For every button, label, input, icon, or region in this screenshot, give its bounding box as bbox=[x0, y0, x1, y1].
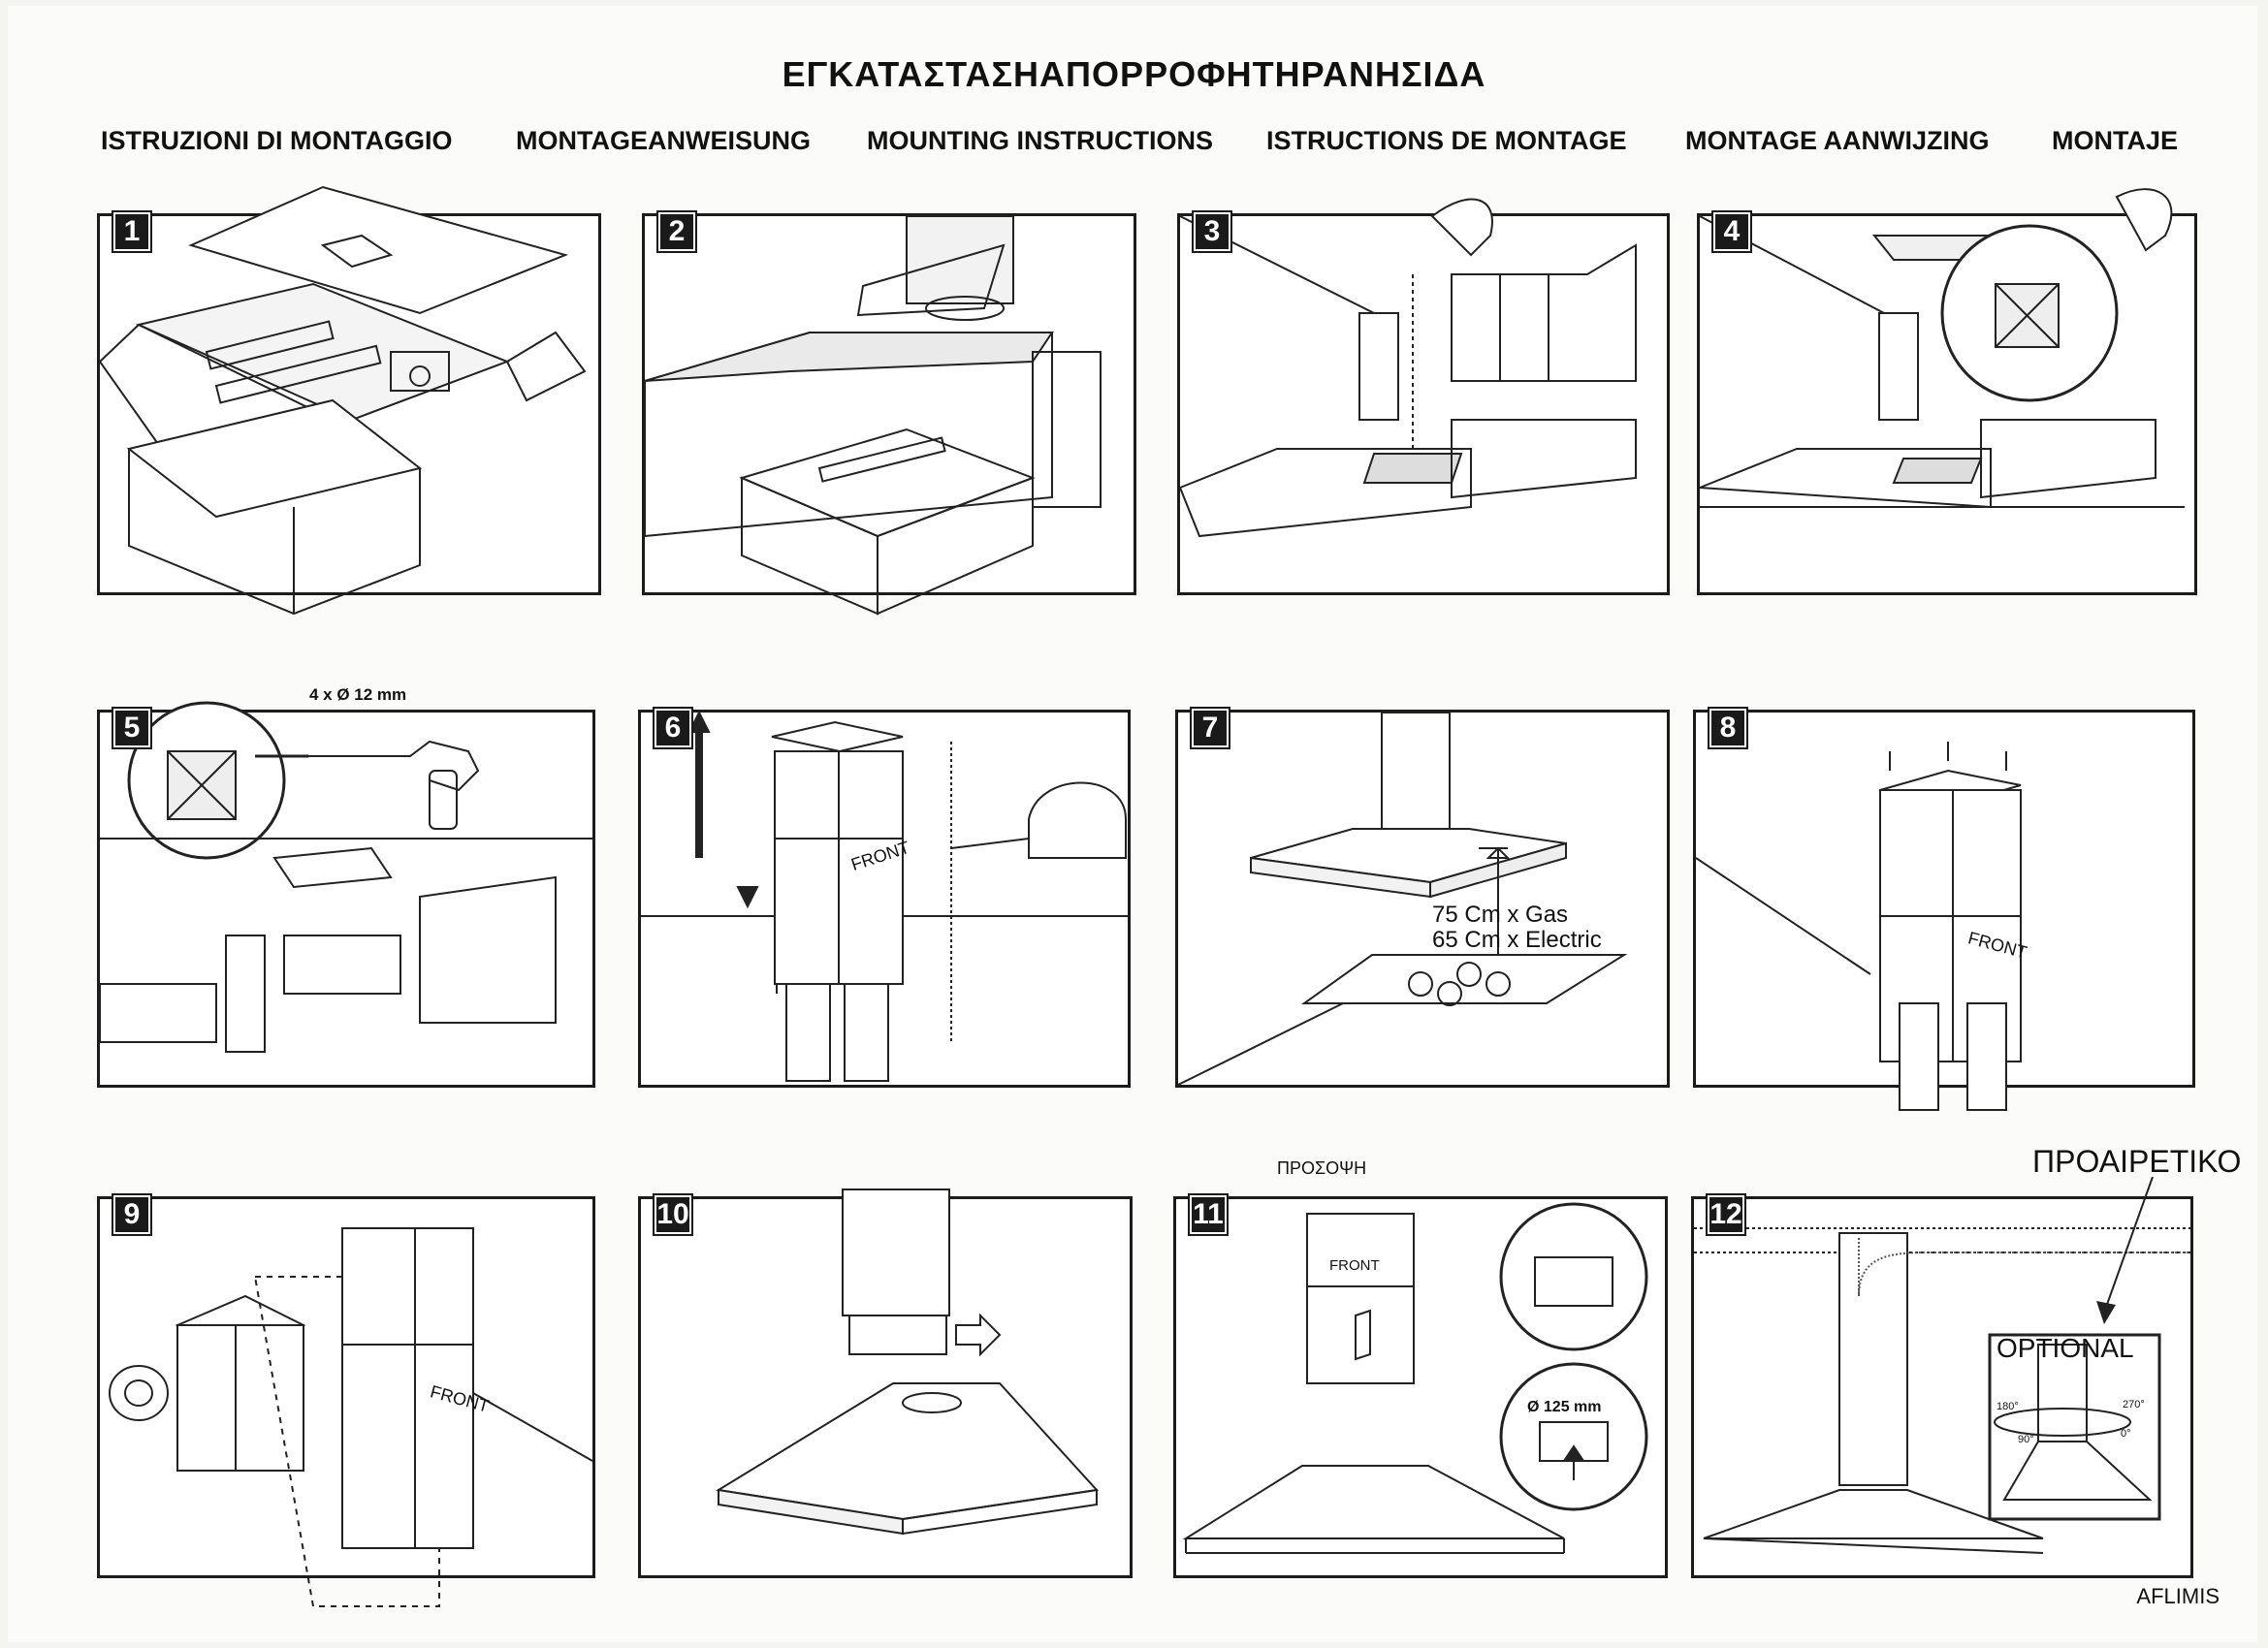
header-spanish: MONTAJE bbox=[2052, 126, 2179, 155]
step-10-panel: 10 bbox=[638, 1188, 1133, 1578]
header-english: MOUNTING INSTRUCTIONS bbox=[867, 126, 1213, 155]
arrow-icon bbox=[2096, 1177, 2154, 1324]
angle-90: 90° bbox=[2018, 1434, 2034, 1445]
kitchen-icon bbox=[644, 215, 1102, 616]
step-number: 6 bbox=[653, 707, 693, 749]
height-gas: 75 Cm x Gas bbox=[1432, 902, 1569, 928]
step-11-panel: ΠΡΟΣΟΨΗ FRONT Ø 125 mm 11 bbox=[1173, 1158, 1668, 1578]
step-number: 9 bbox=[112, 1193, 152, 1236]
step-1-panel: 1 bbox=[97, 185, 601, 616]
step-number: 7 bbox=[1190, 707, 1230, 749]
step-number: 8 bbox=[1708, 707, 1748, 749]
drill-icon bbox=[99, 701, 592, 1053]
front-label: FRONT bbox=[1329, 1257, 1380, 1274]
measuring-tape-icon bbox=[641, 710, 1128, 1082]
step-2-panel: 2 bbox=[642, 210, 1136, 616]
duct-icon bbox=[1182, 1202, 1648, 1554]
step-3-panel: 3 bbox=[1177, 198, 1670, 595]
header-dutch: MONTAGE AANWIJZING bbox=[1685, 126, 1990, 155]
step-12-panel: OPTIONAL 180° 270° 90° 0° 12 bbox=[1691, 1193, 2193, 1578]
facade-label: ΠΡΟΣΟΨΗ bbox=[1277, 1158, 1367, 1178]
duct-icon bbox=[1695, 742, 2022, 1111]
height-electric: 65 Cm x Electric bbox=[1432, 927, 1602, 953]
step-number: 1 bbox=[112, 210, 152, 253]
kitchen-icon bbox=[1178, 198, 1637, 538]
box-icon bbox=[98, 185, 587, 616]
header-french: ISTRUCTIONS DE MONTAGE bbox=[1266, 126, 1627, 155]
optional-label: OPTIONAL bbox=[1996, 1333, 2134, 1363]
step-number: 4 bbox=[1711, 210, 1752, 253]
page-title: ΕΓΚΑΤΑΣΤΑΣΗΑΠΟΡΡΟΦΗΤΗΡΑΝΗΣΙΔΑ bbox=[782, 54, 1486, 94]
optional-greek-label: ΠΡΟΑΙΡΕΤΙΚΟ bbox=[2032, 1144, 2242, 1179]
drill-spec: 4 x Ø 12 mm bbox=[309, 685, 407, 704]
hood-icon bbox=[1177, 712, 1628, 1086]
angle-270: 270° bbox=[2123, 1399, 2145, 1410]
step-number: 5 bbox=[112, 707, 152, 749]
header-german: MONTAGEANWEISUNG bbox=[516, 126, 811, 155]
step-4-panel: 4 bbox=[1697, 188, 2197, 595]
step-number: 2 bbox=[656, 210, 697, 253]
kitchen-icon bbox=[1699, 188, 2185, 509]
step-9-panel: FRONT 9 bbox=[97, 1193, 595, 1607]
step-5-panel: 4 x Ø 12 mm 5 bbox=[97, 685, 595, 1088]
duct-icon bbox=[1694, 1227, 2190, 1554]
angle-180: 180° bbox=[1996, 1401, 2019, 1412]
hand-pen-icon bbox=[2115, 188, 2173, 252]
brand-footer: AFLIMIS bbox=[2136, 1584, 2220, 1608]
step-number: 12 bbox=[1706, 1193, 1746, 1236]
hood-icon bbox=[716, 1188, 1099, 1536]
step-6-panel: FRONT 6 bbox=[638, 707, 1131, 1088]
angle-0: 0° bbox=[2121, 1428, 2131, 1440]
step-number: 11 bbox=[1188, 1193, 1229, 1236]
step-number: 3 bbox=[1192, 210, 1232, 253]
header-italian: ISTRUZIONI DI MONTAGGIO bbox=[101, 126, 453, 155]
tape-roll-icon bbox=[109, 1227, 593, 1607]
step-7-panel: 75 Cm x Gas 65 Cm x Electric 7 bbox=[1175, 707, 1670, 1088]
step-number: 10 bbox=[653, 1193, 693, 1236]
step-8-panel: FRONT 8 bbox=[1693, 707, 2195, 1111]
duct-diameter: Ø 125 mm bbox=[1527, 1399, 1602, 1415]
